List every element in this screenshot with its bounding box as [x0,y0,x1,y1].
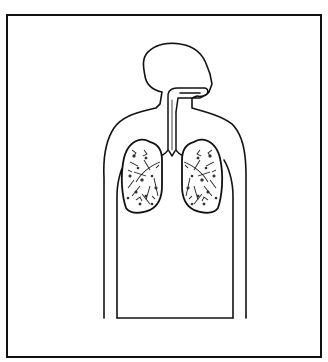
nasal-cavity [168,88,208,112]
right-arm-inner-line [224,160,233,318]
left-lung [122,140,162,213]
right-lung [182,140,222,213]
